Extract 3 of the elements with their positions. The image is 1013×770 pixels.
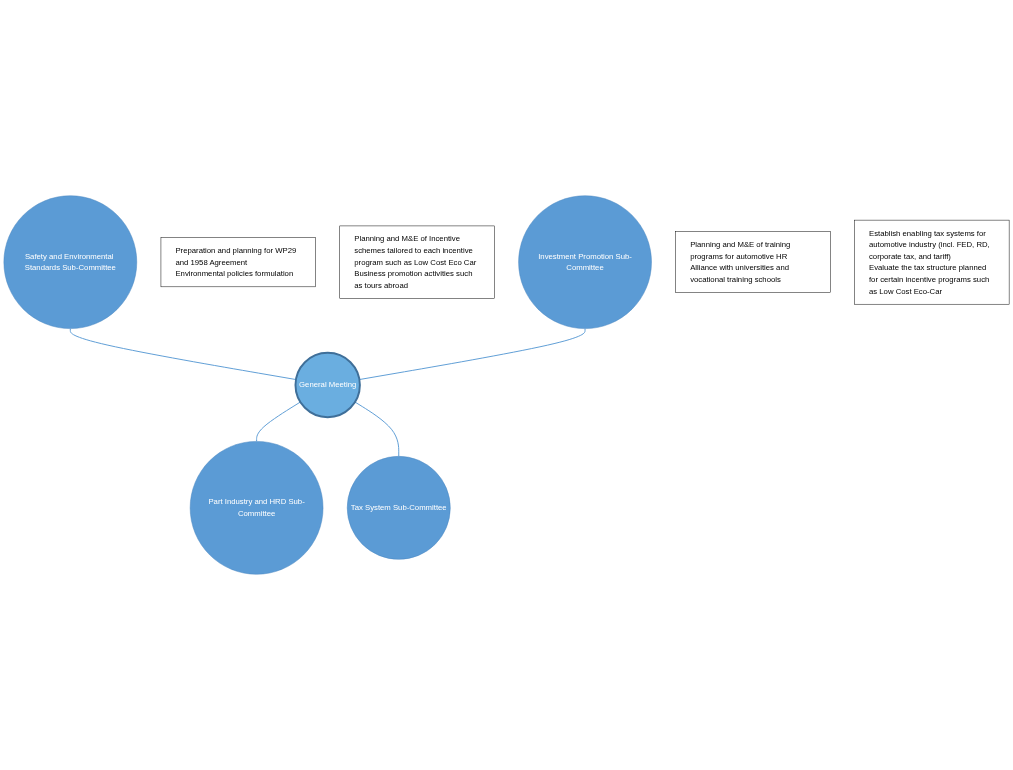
connector xyxy=(256,401,301,442)
connector xyxy=(69,328,297,381)
connector xyxy=(354,401,400,457)
